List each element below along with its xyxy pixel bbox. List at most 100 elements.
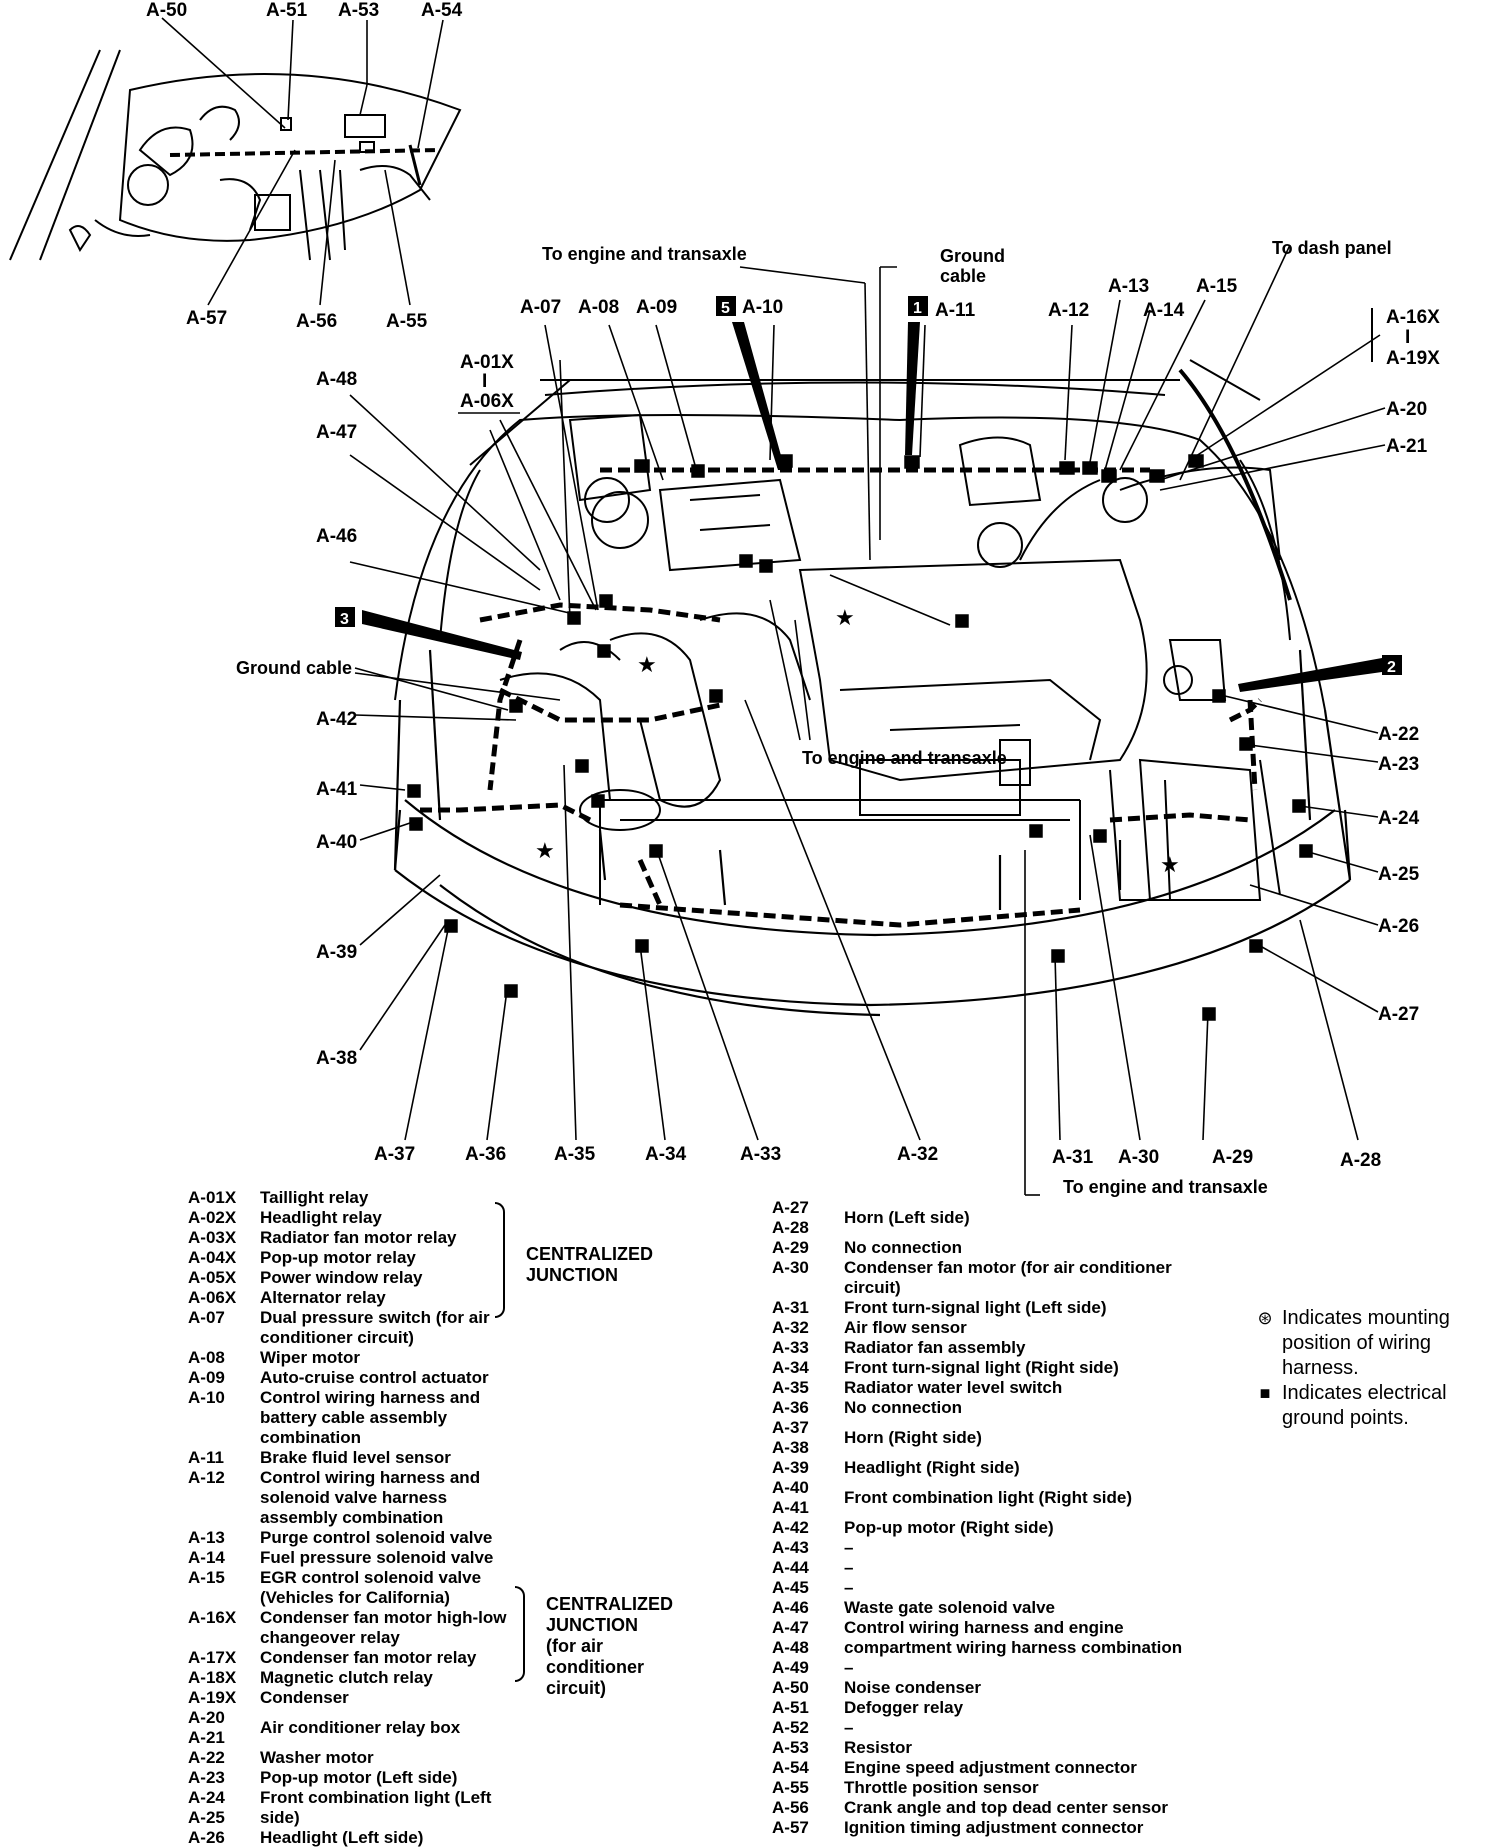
callout-a21: A-21 (1386, 436, 1428, 457)
annotation-to-engine-bottom: To engine and transaxle (1063, 1177, 1268, 1197)
callout-a38: A-38 (316, 1048, 357, 1069)
callout-a16x: A-16X (1386, 307, 1440, 328)
legend-code: A-03X (188, 1228, 237, 1247)
callout-a24: A-24 (1378, 808, 1420, 829)
callout-a27: A-27 (1378, 1004, 1419, 1025)
legend-description: Throttle position sensor (844, 1778, 1039, 1797)
callout-a34: A-34 (645, 1144, 687, 1165)
mounting-position-icon: ⊛ (1257, 1308, 1273, 1328)
callout-range-sep-right: I (1405, 327, 1410, 348)
callout-a47: A-47 (316, 422, 357, 443)
legend-code: A-39 (772, 1458, 809, 1477)
legend-code: A-29 (772, 1238, 809, 1257)
callout-a29: A-29 (1212, 1147, 1253, 1168)
callout-a14: A-14 (1143, 300, 1185, 321)
callout-a36: A-36 (465, 1144, 506, 1165)
annotation-to-engine-top: To engine and transaxle (542, 244, 747, 264)
callout-a42: A-42 (316, 709, 357, 730)
legend-code: A-23 (188, 1768, 225, 1787)
junction-label-1: CENTRALIZED JUNCTION (526, 1244, 653, 1285)
svg-text:★: ★ (637, 652, 657, 677)
callout-a30: A-30 (1118, 1147, 1159, 1168)
annotation-ground-cable-top-2: cable (940, 266, 986, 286)
legend-description: Headlight (Right side) (844, 1458, 1020, 1477)
legend-description: Noise condenser (844, 1678, 981, 1697)
svg-text:★: ★ (1160, 852, 1180, 877)
legend-code: A-57 (772, 1818, 809, 1837)
legend-row: A-39 Headlight (Right side) (772, 1458, 1252, 1478)
legend-description: Front turn-signal light (Right side) (844, 1358, 1119, 1377)
callout-a08: A-08 (578, 297, 619, 318)
callout-a09: A-09 (636, 297, 677, 318)
callout-a55: A-55 (386, 311, 428, 332)
legend-row: A-27 A-28 Horn (Left side) (772, 1198, 1252, 1238)
legend-description: Power window relay (260, 1268, 423, 1287)
legend-description: Pop-up motor (Right side) (844, 1518, 1054, 1537)
legend-description: Fuel pressure solenoid valve (260, 1548, 494, 1567)
legend-description: Wiper motor (260, 1348, 360, 1367)
callout-a53: A-53 (338, 0, 379, 21)
annotation-to-engine-mid: To engine and transaxle (802, 748, 1007, 768)
callout-a10: A-10 (742, 297, 783, 318)
legend-code: A-07 (188, 1308, 225, 1327)
callout-a51: A-51 (266, 0, 308, 21)
legend-code: A-08 (188, 1348, 225, 1367)
legend-description: Air conditioner relay box (260, 1718, 461, 1737)
legend-description: Front combination light (Left side) (260, 1788, 492, 1827)
legend-description: Front combination light (Right side) (844, 1488, 1133, 1507)
legend-description: Ignition timing adjustment connector (844, 1818, 1144, 1837)
legend-description: Crank angle and top dead center sensor (844, 1798, 1169, 1817)
legend-description: Condenser (260, 1688, 349, 1707)
callout-a35: A-35 (554, 1144, 596, 1165)
legend-description: No connection (844, 1398, 963, 1417)
legend-description: Pop-up motor relay (260, 1248, 416, 1267)
legend-description: – (844, 1538, 854, 1557)
annotation-labels: To engine and transaxle Ground cable To … (236, 238, 1392, 1197)
callout-a48: A-48 (316, 369, 357, 390)
callout-a22: A-22 (1378, 724, 1419, 745)
legend-row: A-24 A-25 Front combination light (Left s… (188, 1788, 748, 1828)
legend-description: Horn (Left side) (844, 1208, 970, 1227)
legend-description: Resistor (844, 1738, 913, 1757)
callout-a19x: A-19X (1386, 348, 1440, 369)
ground-point-5-box (716, 296, 736, 316)
legend-row: A-05X Power window relay (188, 1268, 748, 1288)
legend-description: Radiator water level switch (844, 1378, 1063, 1397)
note-row: ⊛Indicates mounting position of wiring h… (1248, 1306, 1488, 1381)
legend-code: A-33 (772, 1338, 809, 1357)
legend-code: A-43 (772, 1538, 809, 1557)
callout-a39: A-39 (316, 942, 357, 963)
legend-description: Waste gate solenoid valve (844, 1598, 1055, 1617)
legend-code: A-35 (772, 1378, 809, 1397)
legend-code: A-24 A-25 (188, 1788, 225, 1827)
legend-description: Taillight relay (260, 1188, 369, 1207)
legend-description: EGR control solenoid valve (Vehicles for… (260, 1568, 482, 1607)
legend-description: Purge control solenoid valve (260, 1528, 493, 1547)
legend-description: – (844, 1658, 854, 1677)
legend-code: A-27 A-28 (772, 1198, 809, 1237)
callout-a32: A-32 (897, 1144, 938, 1165)
legend-code: A-19X (188, 1688, 237, 1707)
callout-a50: A-50 (146, 0, 187, 21)
legend-code: A-26 (188, 1828, 225, 1847)
legend-description: Control wiring harness and solenoid valv… (260, 1468, 481, 1527)
legend-code: A-05X (188, 1268, 237, 1287)
callout-a26: A-26 (1378, 916, 1419, 937)
